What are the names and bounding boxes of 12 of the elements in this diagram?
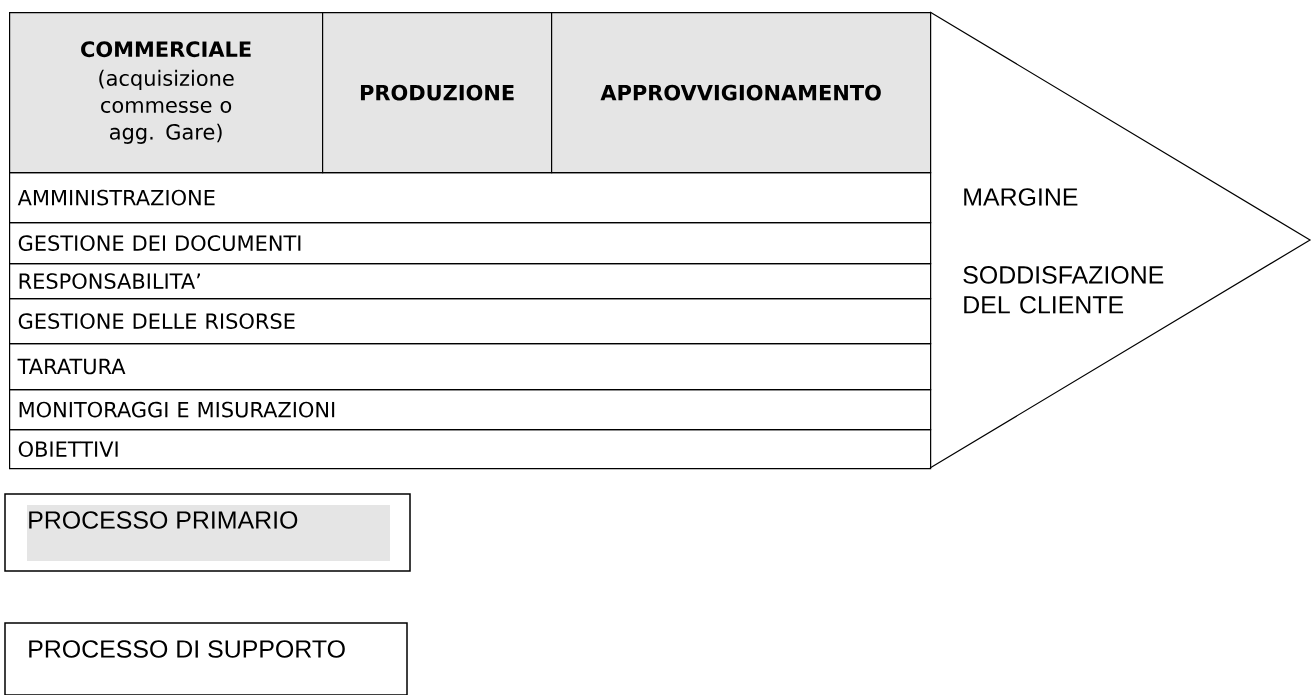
table-row: RESPONSABILITA’ xyxy=(9,263,932,300)
table-row: GESTIONE DEI DOCUMENTI xyxy=(9,222,932,265)
table-row: AMMINISTRAZIONE xyxy=(9,172,932,224)
table-row: GESTIONE DELLE RISORSE xyxy=(9,298,932,345)
legend-box: PROCESSO PRIMARIO xyxy=(4,493,411,572)
table-row: MONITORAGGI E MISURAZIONI xyxy=(9,389,932,431)
header-cell: APPROVVIGIONAMENTO xyxy=(551,12,932,174)
header-cell: PRODUZIONE xyxy=(322,12,553,174)
header-cell: COMMERCIALE (acquisizione commesse o agg. Gare) xyxy=(9,12,324,174)
table-row: OBIETTIVI xyxy=(9,429,932,470)
table-row: TARATURA xyxy=(9,343,932,391)
legend-box: PROCESSO DI SUPPORTO xyxy=(4,622,408,695)
